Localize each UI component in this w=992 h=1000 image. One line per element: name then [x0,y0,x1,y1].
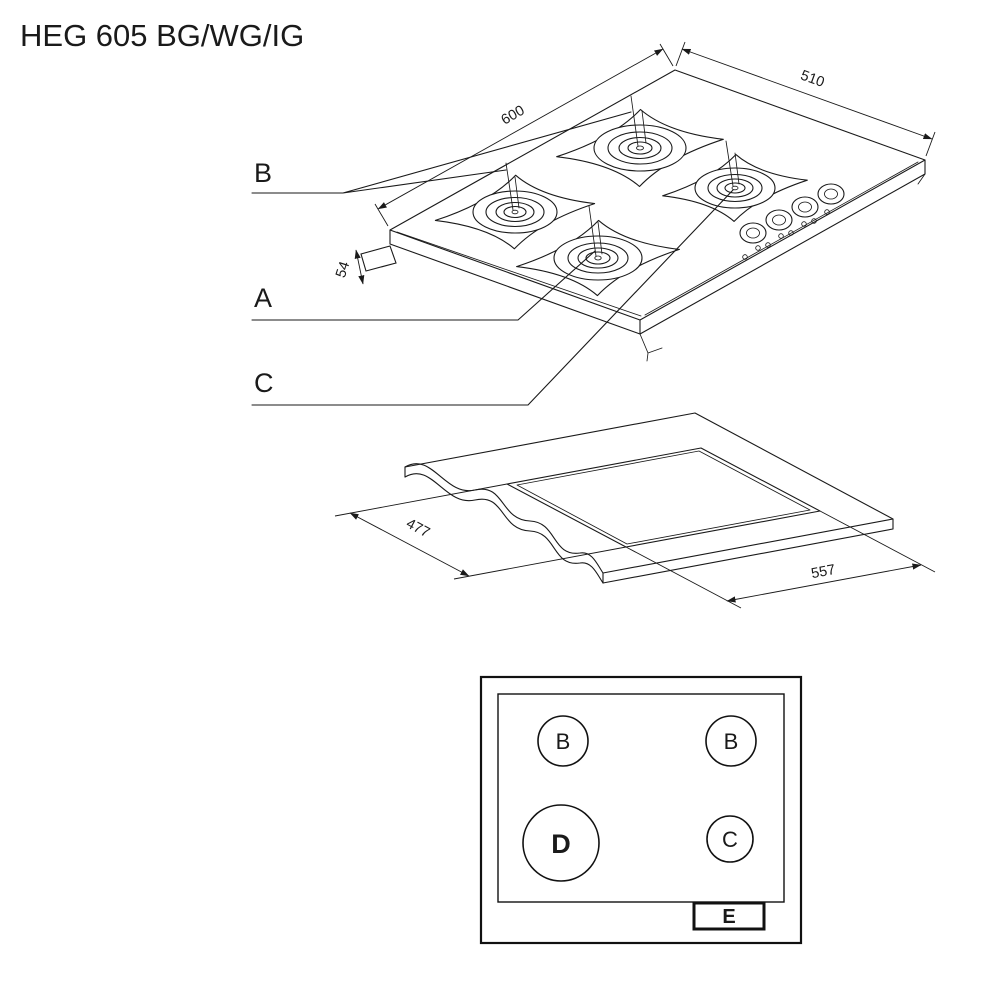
worktop-broken-edge [404,463,604,574]
schematic-burner-top-left: B [537,715,589,767]
callout-c-label: C [254,368,274,398]
callout-b-lines [251,111,632,194]
schematic-burner-top-right: B [705,715,757,767]
dim-depth-label: 510 [798,68,826,91]
dimension-477: 477 [334,483,627,580]
burner-right [662,140,808,222]
control-knobs [739,183,845,260]
cutout-hole-inner-line [516,450,811,545]
control-panel-label: E [722,906,735,928]
schematic-burner-bottom-right: C [706,815,754,863]
left-bracket [360,245,397,272]
burner-layout-schematic: B B D C E [479,675,803,945]
knob [817,183,845,205]
burner-ring-outer [553,235,643,281]
callout-a-label: A [254,283,272,313]
igniter-pins [588,205,603,257]
cutout-width-label: 557 [810,562,837,582]
schematic-hob-surface [497,693,785,903]
knob [765,209,793,231]
burner-top [556,95,724,188]
dimension-557: 557 [625,510,936,609]
burner-label-bottom-right: C [722,827,738,852]
burner-left [434,162,596,250]
callout-a: A [251,250,596,321]
igniter-buttons [742,209,830,260]
schematic-control-panel: E [692,901,766,931]
worktop-edges [404,412,894,574]
callout-c: C [251,189,734,406]
right-corner-tab [917,173,926,185]
glass-inner-edge-lines [396,161,919,317]
worktop-thickness-broken [404,473,604,584]
burner-cap [724,182,746,194]
worktop-cutout-view: 477 557 [334,412,936,609]
pan-support [516,219,680,297]
dimension-54: 54 [333,249,365,285]
knob [791,196,819,218]
schematic-outer-frame [479,675,803,945]
burner-label-top-left: B [556,729,571,754]
hob-isometric-view: 600 510 54 B A C [251,41,936,406]
burner-label-top-right: B [724,729,739,754]
cutout-hole-outline [506,447,821,548]
callout-a-lines [251,250,596,321]
dim-width-label: 600 [499,103,528,129]
callout-b: B [251,111,632,194]
knob [739,222,767,244]
burner-cap [585,251,611,265]
burner-ring-outer [694,167,776,209]
dimension-510: 510 [675,41,936,157]
model-title: HEG 605 BG/WG/IG [20,18,304,53]
worktop-thickness [404,466,894,584]
burner-label-bottom-left: D [551,829,571,859]
callout-c-lines [251,189,734,406]
mounting-hook [639,333,663,362]
dim-height-label: 54 [333,260,353,280]
callout-b-label: B [254,158,272,188]
schematic-burner-bottom-left: D [522,804,600,882]
cutout-depth-label: 477 [403,516,432,541]
igniter-pins [725,140,740,187]
burner-bottom [516,205,680,297]
